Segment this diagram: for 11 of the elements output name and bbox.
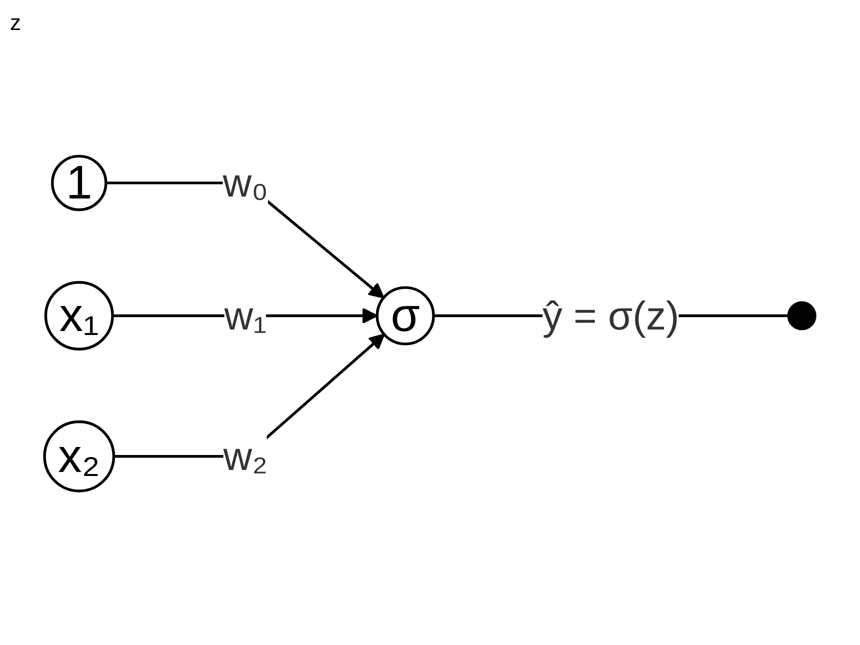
edge-label: w₀ bbox=[222, 160, 268, 206]
node-circle bbox=[44, 281, 114, 351]
node-circle bbox=[376, 286, 435, 346]
edge-label: w₁ bbox=[224, 293, 267, 339]
node-circle bbox=[43, 420, 116, 493]
edge-label: w₂ bbox=[223, 434, 268, 480]
node-circle bbox=[787, 302, 816, 331]
node-circle bbox=[51, 155, 108, 212]
edge-label: ŷ = σ(z) bbox=[542, 293, 680, 339]
neuron-diagram: w₀ w₁ w₂ ŷ = σ(z) 1 x₁ x₂ σ bbox=[30, 133, 830, 507]
input-sum-label: z bbox=[10, 10, 21, 35]
